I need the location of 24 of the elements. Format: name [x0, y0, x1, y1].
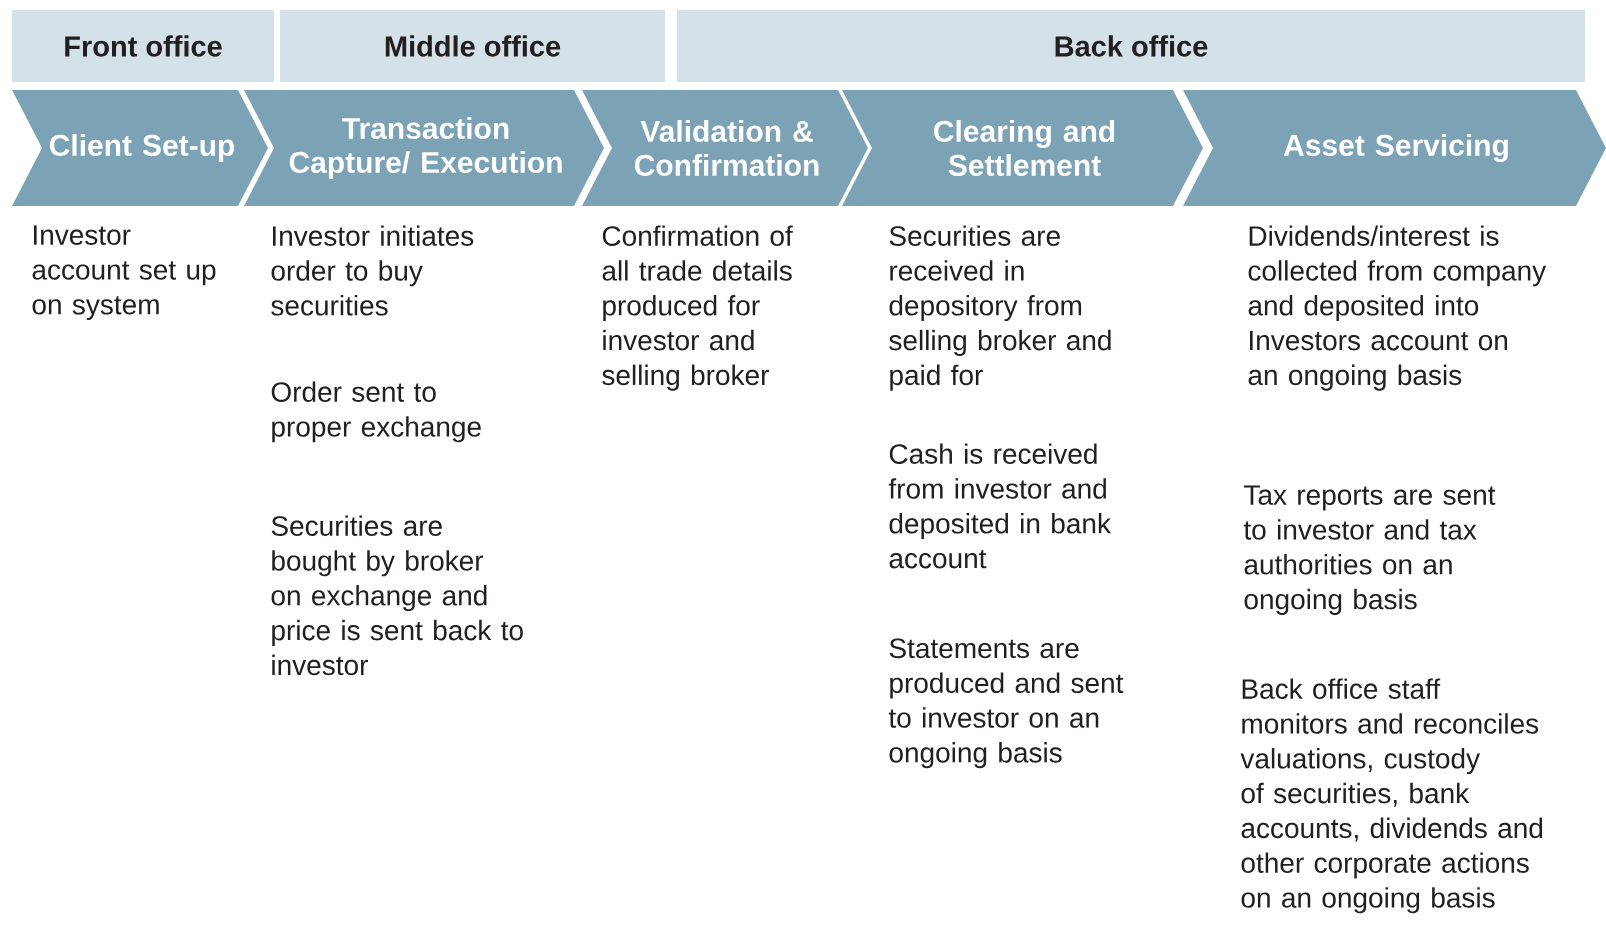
- node-label: Transaction Capture/ Execution: [289, 117, 562, 179]
- body-text: Cash is received from investor and deposited in bank account: [888, 443, 1111, 569]
- body-text: Order sent to proper exchange: [271, 381, 481, 443]
- header-band: Front office: [12, 10, 274, 82]
- body-text: Investor account set up on system: [32, 225, 216, 321]
- node-label: Validation & Confirmation: [634, 119, 819, 177]
- body-text: Securities are bought by broker on exchange and price is sent back to investor: [271, 515, 523, 676]
- chevron-step: Client Set-up: [12, 90, 268, 206]
- node-label: Client Set-up: [49, 134, 235, 162]
- header-band: Back office: [677, 10, 1585, 82]
- node-label: Clearing and Settlement: [934, 119, 1115, 177]
- node-label: Asset Servicing: [1283, 133, 1508, 163]
- chevron-step: Asset Servicing: [1183, 90, 1606, 206]
- body-text: Securities are received in depository from selling broker and paid for: [889, 225, 1111, 391]
- body-text: Confirmation of all trade details produced for investor and selling broker: [602, 225, 793, 391]
- chevron-step: Validation & Confirmation: [582, 90, 868, 206]
- body-text: Dividends/interest is collected from company and deposited into Investors account on an ongoing basis: [1248, 225, 1547, 391]
- body-text: Investor initiates order to buy securities: [271, 225, 474, 316]
- body-text: Statements are produced and sent to investor on an ongoing basis: [888, 638, 1124, 769]
- body-text: Tax reports are sent to investor and tax authorities on an ongoing basis: [1243, 485, 1496, 615]
- body-text: Back office staff monitors and reconciles valuations, custody of securities, bank accounts, dividends and other corporate actions on an ongoing basis: [1240, 678, 1543, 914]
- header-band: Middle office: [280, 10, 665, 82]
- chevron-step: Clearing and Settlement: [842, 90, 1203, 206]
- chevron-step: Transaction Capture/ Execution: [244, 90, 604, 206]
